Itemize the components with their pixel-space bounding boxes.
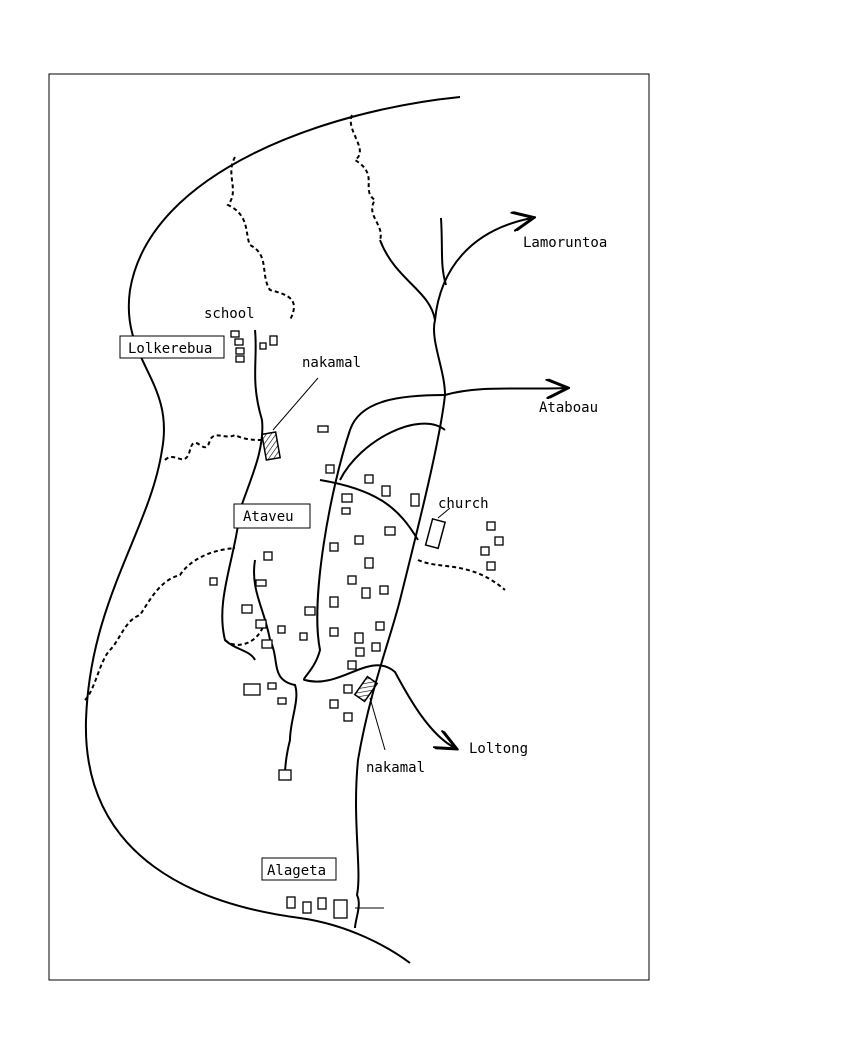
- label-ataboau: Ataboau: [539, 400, 598, 416]
- label-lamoruntoa: Lamoruntoa: [523, 235, 607, 251]
- huts: [209, 330, 504, 919]
- label-school: school: [204, 306, 255, 322]
- stream-west: [164, 433, 263, 461]
- stream-north: [349, 114, 382, 241]
- track-ataveu: [224, 619, 266, 646]
- nakamal-north-building: [260, 431, 282, 461]
- label-nakamal-north: nakamal: [302, 355, 361, 371]
- village-label-alageta: Alageta: [267, 863, 326, 879]
- map-frame: [48, 73, 650, 981]
- label-nakamal-south: nakamal: [366, 760, 425, 776]
- stream-lolkerebua: [226, 156, 295, 321]
- village-label-lolkerebua: Lolkerebua: [128, 341, 212, 357]
- road-loltong: [304, 664, 455, 748]
- label-loltong: Loltong: [469, 741, 528, 757]
- road-branch: [440, 217, 447, 286]
- road-lamoruntoa: [434, 218, 532, 321]
- path-church-east: [417, 559, 506, 591]
- village-label-ataveu: Ataveu: [243, 509, 294, 525]
- road-inner: [339, 422, 446, 481]
- stream-southwest: [84, 547, 236, 701]
- road-cross: [319, 479, 419, 541]
- road-loop-west: [303, 394, 446, 681]
- nakamal-south-building: [353, 675, 379, 703]
- road-ataveu-south: [253, 559, 298, 776]
- label-church: church: [438, 496, 489, 512]
- coastline: [84, 96, 461, 964]
- church-building: [424, 517, 447, 550]
- main-road: [354, 239, 447, 929]
- road-ataboau: [444, 388, 566, 395]
